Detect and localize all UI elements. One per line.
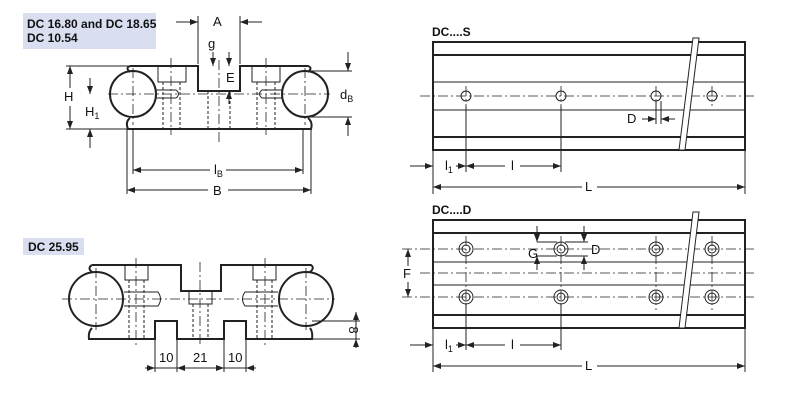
title-box [23, 238, 84, 255]
title-box [23, 13, 156, 49]
dim-slot-width-right: 10 [228, 350, 242, 365]
dim-slot-height: 8 [346, 326, 361, 333]
break-line [678, 211, 700, 329]
dim-H1: H1 [85, 104, 99, 121]
dim-L: L [585, 358, 592, 373]
dim-A: A [213, 14, 222, 29]
view-title-line2: DC 10.54 [27, 31, 78, 45]
view-title-line1: DC 16.80 and DC 18.65 [27, 17, 157, 31]
view-dc-16-18-10: DC 16.80 and DC 18.65 DC 10.54 A g E H H… [23, 13, 353, 198]
rail-outline [432, 219, 746, 329]
dim-slot-width-left: 10 [159, 350, 173, 365]
dim-l1: l1 [445, 337, 453, 354]
dim-L: L [585, 179, 592, 194]
dim-E: E [226, 70, 235, 85]
view-dc-s-rail: DC....S D l1 l L [410, 25, 755, 194]
dim-l1: l1 [445, 158, 453, 175]
dim-H: H [64, 89, 73, 104]
dim-dB: dB [340, 87, 353, 104]
dim-D: D [627, 111, 636, 126]
dim-g: g [208, 36, 215, 51]
view-title: DC 25.95 [28, 240, 79, 254]
dim-slot-gap: 21 [193, 350, 207, 365]
view-dc-25-95: DC 25.95 10 21 10 8 [23, 238, 361, 372]
dim-G: G [528, 246, 538, 261]
dim-lB: lB [214, 162, 223, 179]
clamp-body [87, 264, 314, 340]
dim-l: l [511, 337, 514, 352]
view-title: DC....D [432, 203, 472, 217]
dim-D: D [591, 242, 600, 257]
dim-B: B [213, 183, 222, 198]
break-line [678, 37, 700, 151]
view-dc-d-rail: DC....D G D F l1 l L [402, 203, 755, 373]
dim-l: l [511, 158, 514, 173]
dim-F: F [403, 266, 411, 281]
view-title: DC....S [432, 25, 471, 39]
